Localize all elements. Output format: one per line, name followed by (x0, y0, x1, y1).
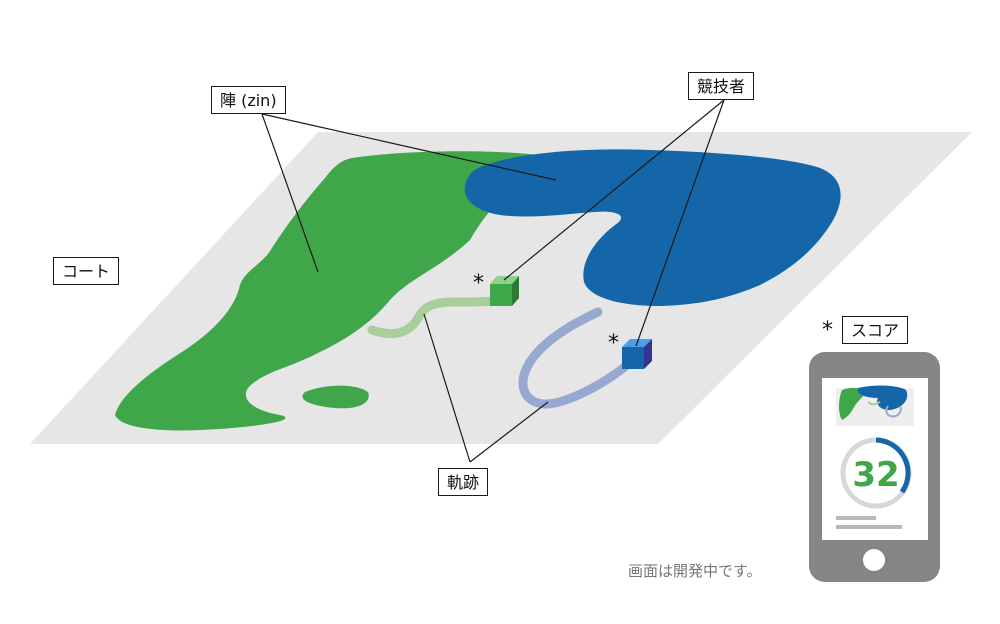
score-asterisk: * (822, 318, 833, 343)
phone-text-line (836, 525, 902, 529)
blue-territory (464, 149, 841, 306)
score-value: 32 (852, 455, 899, 495)
phone-text-line (836, 516, 876, 520)
smartphone: 32 (809, 352, 940, 582)
leader-lines (261, 99, 725, 463)
phone-map-thumbnail (836, 385, 914, 426)
green-competitor-asterisk: * (473, 271, 484, 296)
blue-competitor-asterisk: * (608, 331, 619, 356)
competitors-label: 競技者 (688, 72, 755, 100)
territory-label: 陣 (zin) (211, 86, 286, 114)
score-ring-progress (875, 437, 911, 494)
green-competitor-cube (490, 276, 519, 306)
score-label: スコア (842, 316, 909, 344)
court-label: コート (53, 257, 120, 285)
track-label: 軌跡 (438, 468, 489, 496)
green-track (367, 295, 505, 338)
green-territory (115, 151, 560, 431)
green-territory-island (302, 385, 369, 409)
screen-caption: 画面は開発中です。 (628, 562, 762, 580)
